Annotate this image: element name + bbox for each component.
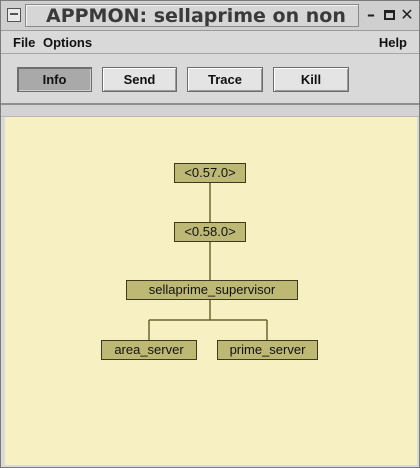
menu-bar: File Options Help	[1, 32, 419, 54]
info-button[interactable]: Info	[17, 67, 92, 92]
maximize-icon[interactable]	[381, 5, 397, 25]
kill-button[interactable]: Kill	[273, 67, 349, 92]
send-button[interactable]: Send	[102, 67, 177, 92]
tree-edges	[148, 183, 268, 340]
process-node-sellaprime-supervisor[interactable]: sellaprime_supervisor	[126, 280, 298, 300]
process-node-area-server[interactable]: area_server	[101, 340, 197, 360]
title-box: APPMON: sellaprime on non	[25, 4, 359, 27]
menu-help[interactable]: Help	[378, 35, 407, 50]
window-title: APPMON: sellaprime on non	[46, 5, 346, 27]
process-node-0-57-0[interactable]: <0.57.0>	[174, 163, 246, 183]
process-node-0-58-0[interactable]: <0.58.0>	[174, 222, 246, 242]
button-bar: Info Send Trace Kill	[1, 55, 419, 103]
menu-file[interactable]: File	[13, 35, 36, 50]
title-bar[interactable]: APPMON: sellaprime on non – ✕	[1, 1, 419, 31]
minimize-icon[interactable]: –	[367, 5, 375, 24]
process-node-prime-server[interactable]: prime_server	[217, 340, 318, 360]
window-menu-icon[interactable]	[7, 8, 21, 22]
separator	[1, 103, 419, 117]
close-icon[interactable]: ✕	[400, 5, 414, 24]
process-tree-canvas[interactable]: <0.57.0> <0.58.0> sellaprime_supervisor …	[5, 117, 417, 465]
menu-options[interactable]: Options	[43, 35, 93, 50]
trace-button[interactable]: Trace	[187, 67, 263, 92]
